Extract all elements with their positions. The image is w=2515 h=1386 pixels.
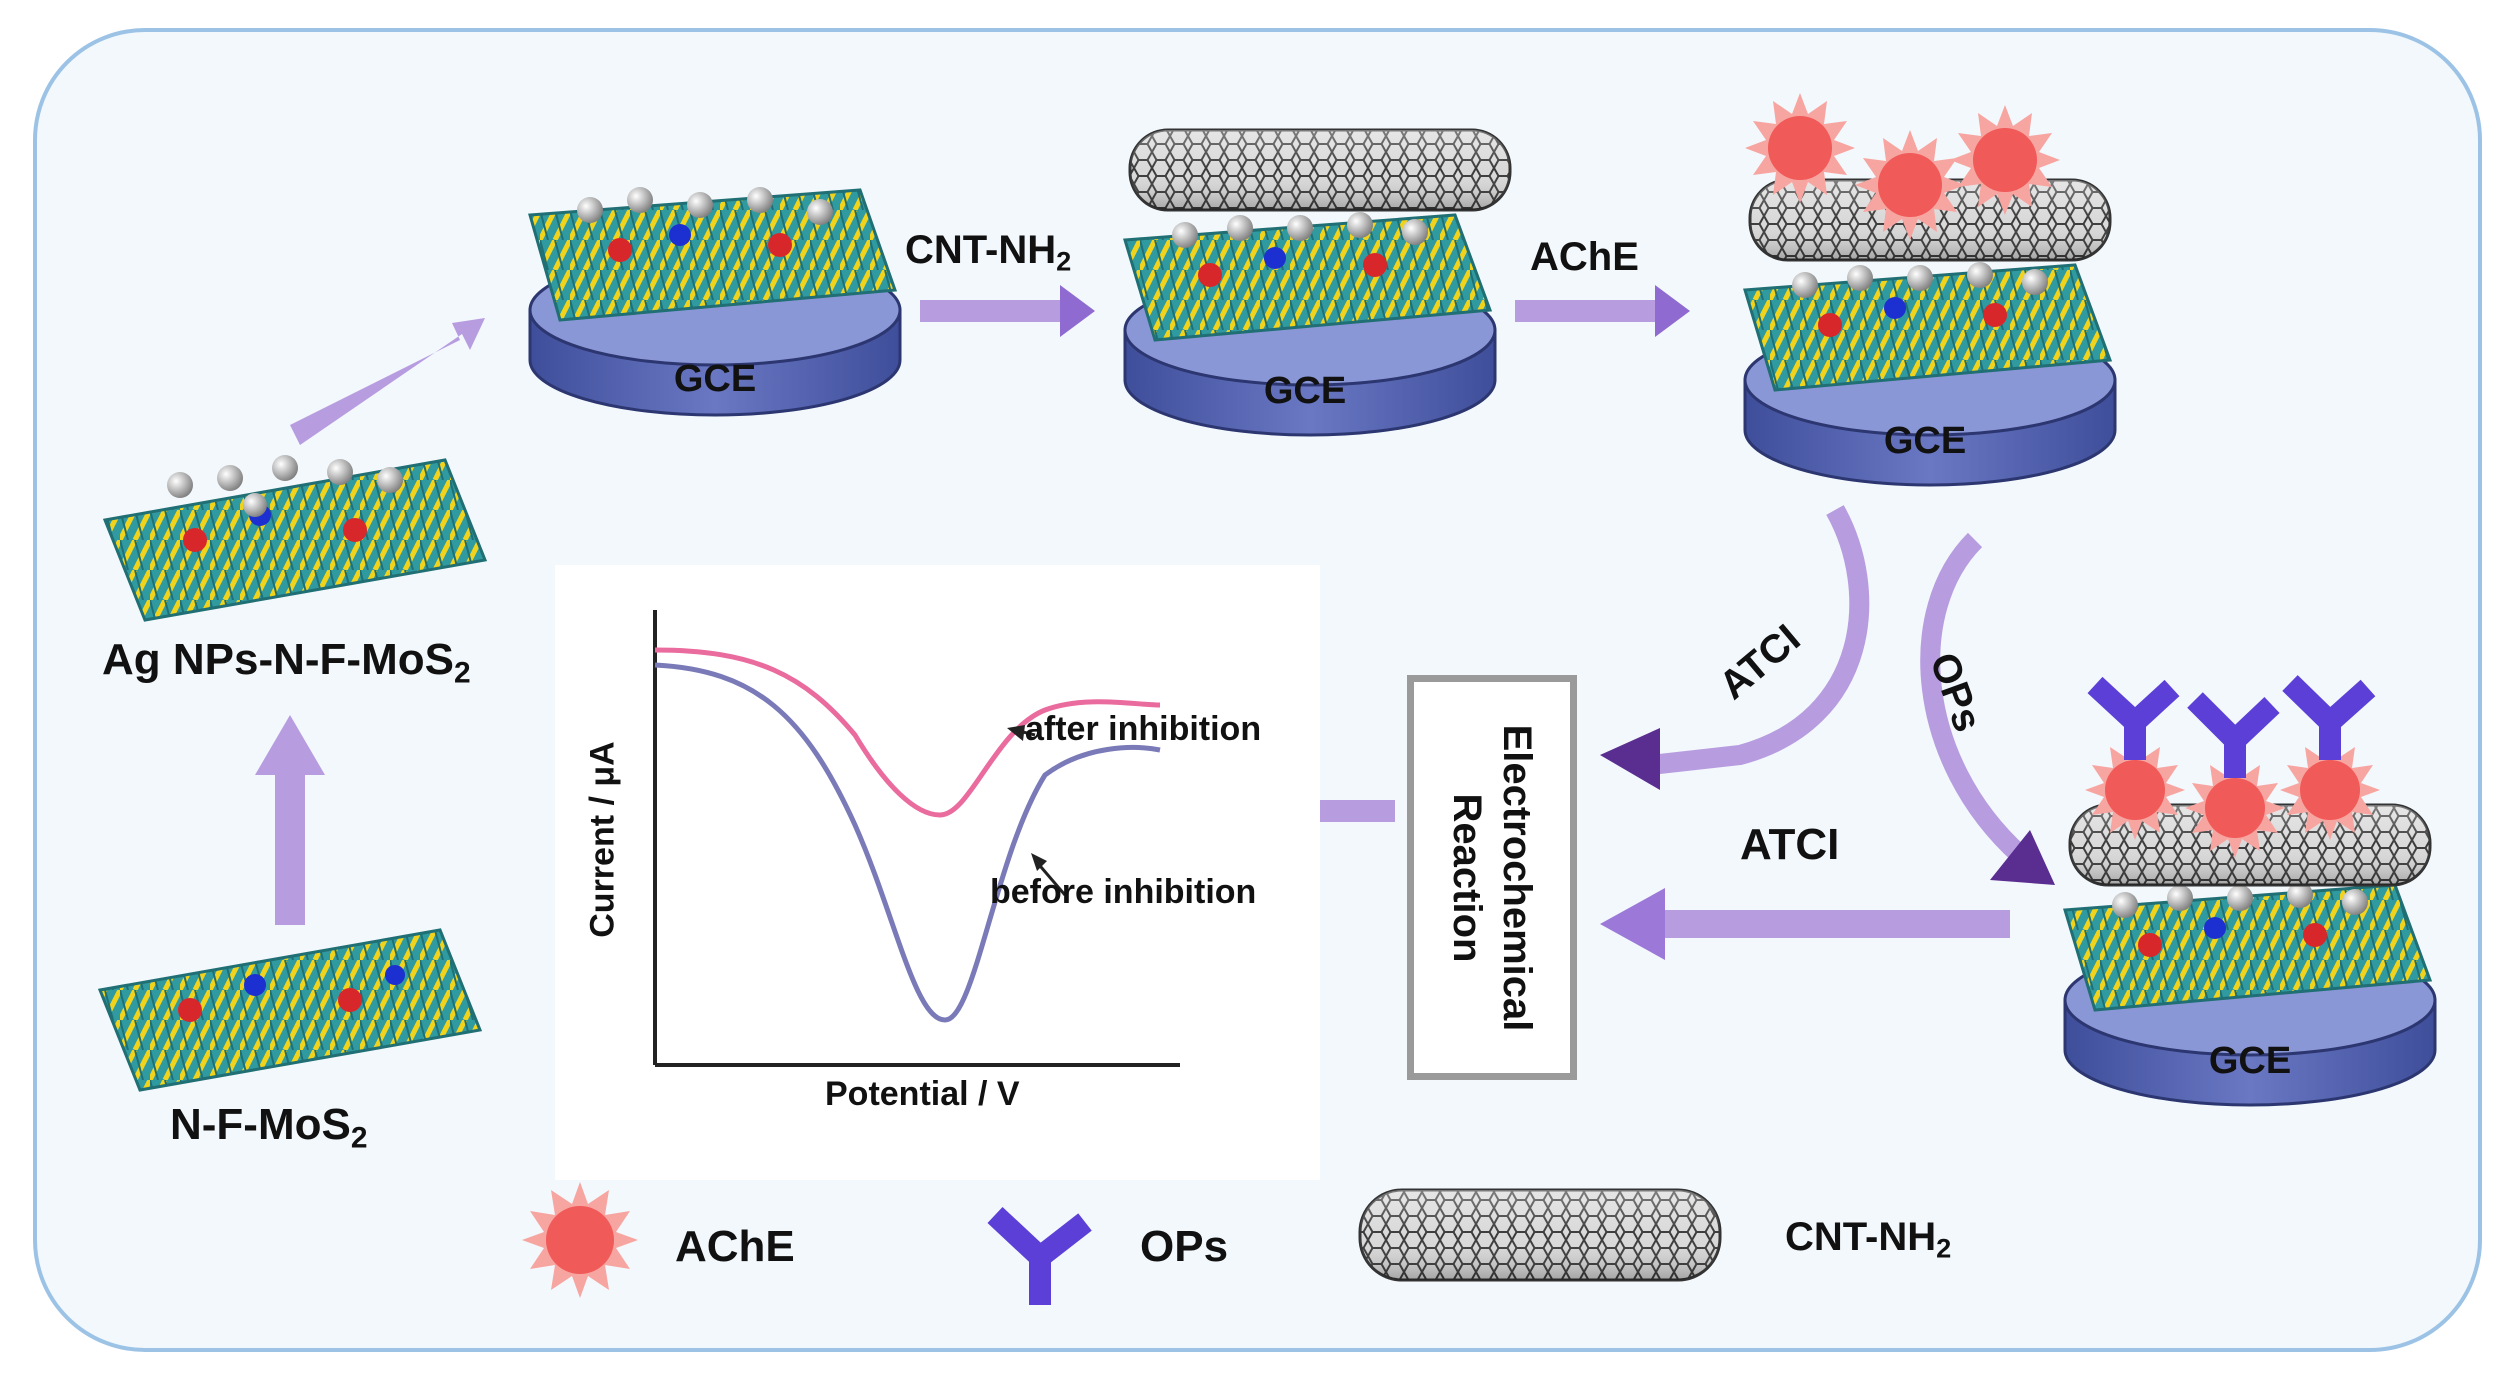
voltammogram-plot: [653, 610, 1180, 1067]
plot-panel: [555, 565, 1320, 1180]
electrode-2: [1123, 128, 1512, 437]
electrode-4: [2063, 803, 2437, 1107]
label-before-inhibition: before inhibition: [990, 873, 1257, 911]
ache-enzymes-electrode-3: [1745, 93, 2060, 240]
curve-after-inhibition: [654, 647, 1161, 818]
legend-cnt-label: CNT-NH2: [1785, 1215, 1952, 1264]
ops-molecules-electrode-4: [2087, 675, 2376, 778]
cnt-tube-2: [1128, 128, 1512, 212]
legend-cnt-icon: [1358, 1188, 1722, 1282]
label-ag-nps-nf-mos2: Ag NPs-N-F-MoS2: [102, 635, 471, 690]
label-nf-mos2: N-F-MoS2: [170, 1100, 368, 1155]
legend-ache-icon: [522, 1182, 638, 1298]
plot-x-label: Potential / V: [825, 1075, 1020, 1113]
legend-ache-label: AChE: [675, 1222, 795, 1271]
ache-enzymes-electrode-4: [2085, 740, 2380, 858]
label-gce-2: GCE: [1263, 370, 1347, 412]
plot-y-label: Current / μA: [583, 741, 622, 938]
label-gce-3: GCE: [1883, 420, 1967, 462]
nf-mos2-sheet: [97, 928, 483, 1092]
legend-ops-icon: [987, 1206, 1092, 1305]
arrow-ops-curved: [1920, 532, 2027, 863]
legend-ops-label: OPs: [1140, 1222, 1229, 1271]
ag-nps-nf-mos2-sheet: [102, 455, 488, 622]
label-after-inhibition: after inhibition: [1025, 710, 1262, 748]
curve-before-inhibition: [654, 662, 1161, 1023]
arrow-ache-step: [1515, 300, 1655, 322]
arrow-ag-to-gce1: [290, 318, 485, 445]
label-ache-step: AChE: [1530, 235, 1639, 279]
arrow-cnt-step: [920, 300, 1060, 322]
label-gce-1: GCE: [673, 358, 757, 400]
label-gce-4: GCE: [2208, 1040, 2292, 1082]
label-cnt-nh2-step: CNT-NH2: [905, 228, 1072, 277]
electrode-1: [528, 187, 902, 417]
arrow-atci-straight: [1660, 910, 2010, 938]
label-atci-straight: ATCI: [1740, 820, 1840, 869]
arrow-nf-to-ag: [255, 715, 325, 925]
arrow-atci-curved: [1648, 505, 1870, 775]
